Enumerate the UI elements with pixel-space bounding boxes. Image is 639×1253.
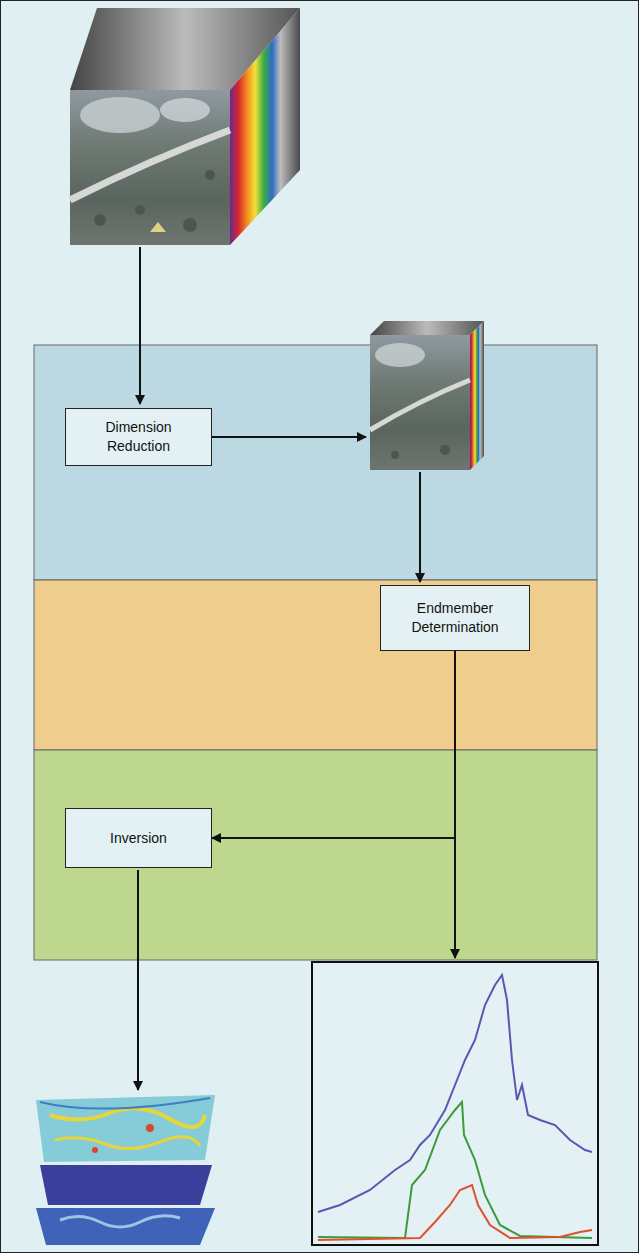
process-box: Inversion bbox=[65, 808, 212, 868]
flow-arrow bbox=[419, 472, 421, 582]
spectra-chart bbox=[312, 962, 598, 1245]
green-band bbox=[34, 750, 597, 960]
flow-arrow bbox=[139, 247, 141, 404]
orange-band bbox=[34, 580, 597, 750]
flow-connector bbox=[212, 651, 455, 838]
process-box: Dimension Reduction bbox=[65, 408, 212, 466]
box-label: Dimension Reduction bbox=[66, 414, 211, 460]
flow-arrow bbox=[137, 870, 139, 1090]
reduced-cube bbox=[370, 321, 484, 470]
flow-arrow bbox=[212, 436, 366, 438]
box-label: Inversion bbox=[100, 825, 177, 852]
abundance-maps bbox=[36, 1095, 215, 1245]
blue-band bbox=[34, 345, 597, 580]
process-box: Endmember Determination bbox=[380, 585, 530, 651]
hyperspectral-cube bbox=[70, 8, 300, 245]
box-label: Endmember Determination bbox=[381, 595, 529, 641]
